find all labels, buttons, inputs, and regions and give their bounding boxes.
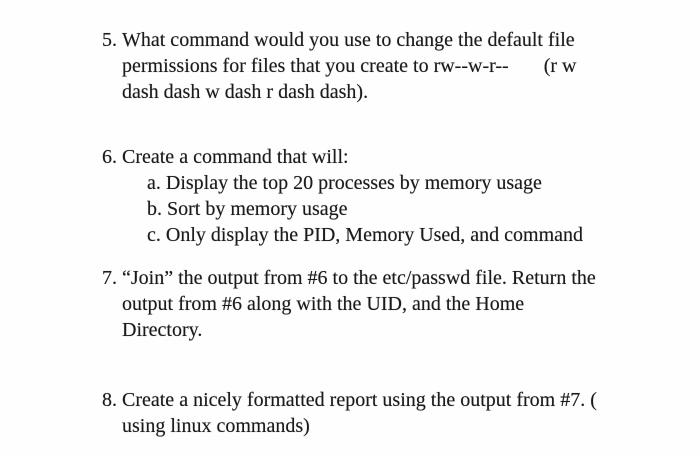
question-item-8: 8. Create a nicely formatted report usin…	[102, 387, 662, 439]
question-text: Create a nicely formatted report using t…	[122, 389, 597, 437]
question-item-7: 7. “Join” the output from #6 to the etc/…	[102, 265, 662, 343]
question-number: 7.	[102, 267, 117, 289]
question-text: “Join” the output from #6 to the etc/pas…	[122, 267, 596, 341]
question-text: What command would you use to change the…	[122, 29, 577, 103]
question-number: 8.	[102, 389, 117, 411]
question-text: Create a command that will: a. Display t…	[122, 146, 584, 246]
question-number: 5.	[102, 29, 117, 51]
question-number: 6.	[102, 146, 117, 168]
question-item-6: 6. Create a command that will: a. Displa…	[102, 144, 662, 248]
question-item-5: 5. What command would you use to change …	[102, 27, 662, 105]
